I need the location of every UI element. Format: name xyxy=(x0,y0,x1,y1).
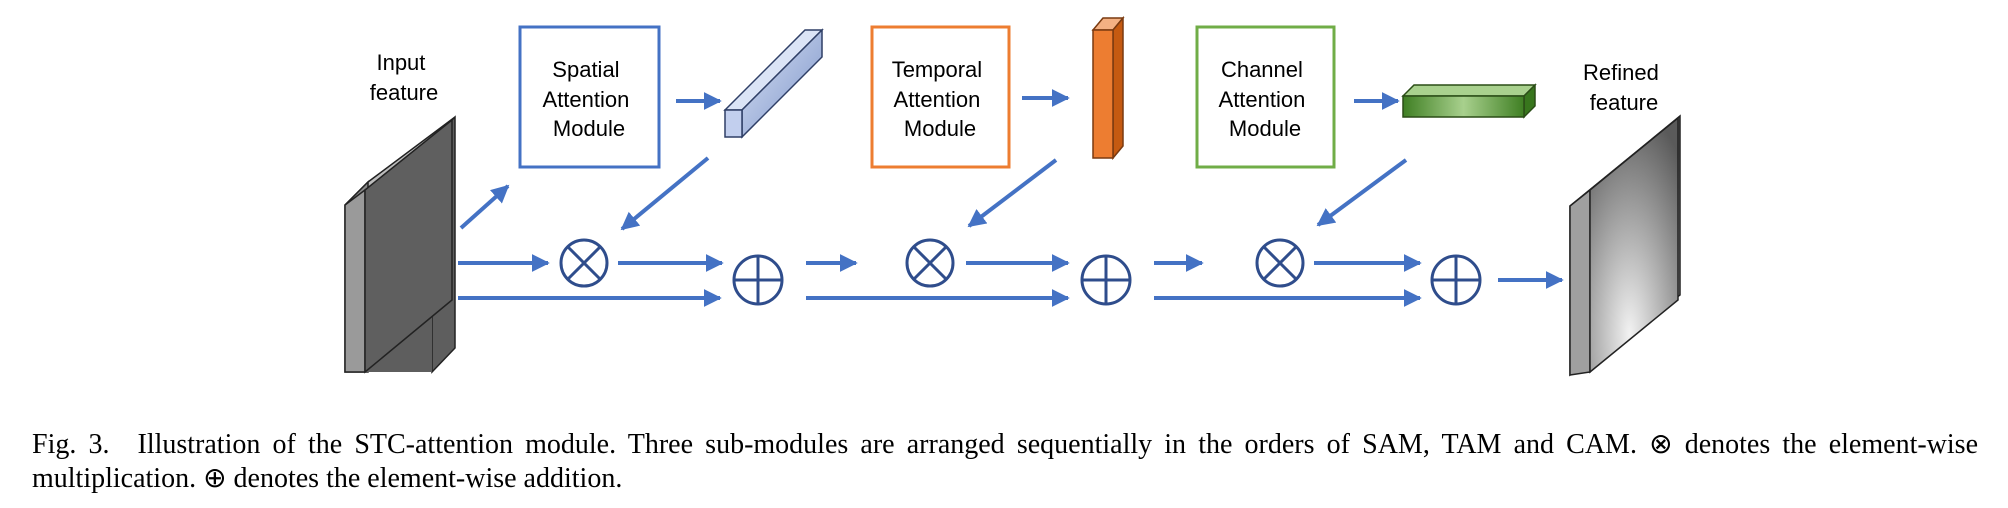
multiply-node-3 xyxy=(1255,238,1305,288)
temporal-attention-module-box xyxy=(870,25,1011,169)
refined-feature-label: Refined feature xyxy=(1583,60,1665,115)
connection-arrows xyxy=(458,89,1564,307)
channel-attention-map xyxy=(1401,83,1537,119)
spatial-attention-module-box xyxy=(518,25,661,169)
spatial-attention-module-label: Spatial Attention Module xyxy=(543,57,636,141)
refined-feature-block xyxy=(1569,114,1681,377)
add-node-2 xyxy=(1080,254,1132,306)
add-node-3 xyxy=(1430,254,1482,306)
temporal-attention-map xyxy=(1091,15,1125,161)
figure-caption: Fig. 3. Illustration of the STC-attentio… xyxy=(32,429,1978,494)
input-feature-label: Input feature xyxy=(370,50,439,105)
input-feature-block xyxy=(344,115,456,374)
channel-attention-module-label: Channel Attention Module xyxy=(1219,57,1312,141)
spatial-attention-map xyxy=(723,28,824,139)
add-node-1 xyxy=(732,254,784,306)
stc-attention-diagram: Input feature Refined feature Spatial At… xyxy=(344,15,1681,377)
multiply-node-2 xyxy=(905,238,955,288)
temporal-attention-module-label: Temporal Attention Module xyxy=(892,57,989,141)
multiply-node-1 xyxy=(559,238,609,288)
channel-attention-module-box xyxy=(1195,25,1336,169)
